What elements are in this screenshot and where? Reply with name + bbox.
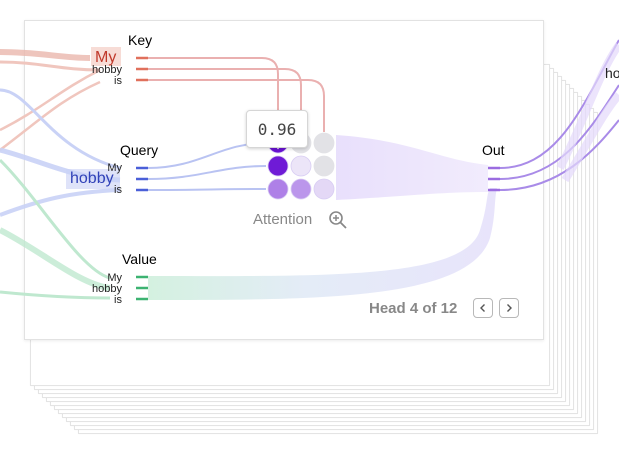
- attention-cell[interactable]: [290, 155, 312, 177]
- key-token[interactable]: is: [114, 75, 122, 87]
- value-ticks: [136, 275, 148, 301]
- value-label: Value: [122, 251, 157, 267]
- chevron-right-icon: [507, 304, 512, 312]
- prev-head-button[interactable]: [473, 298, 493, 318]
- attention-label: Attention: [253, 211, 313, 228]
- attention-cell[interactable]: [313, 155, 335, 177]
- attention-tooltip: 0.96: [246, 110, 308, 148]
- value-output-band: [148, 188, 497, 300]
- attention-cell[interactable]: [267, 155, 289, 177]
- attention-cell[interactable]: [290, 178, 312, 200]
- query-ticks: [136, 166, 148, 192]
- value-token[interactable]: hobby: [92, 283, 122, 295]
- attention-cell[interactable]: [267, 178, 289, 200]
- outgoing-flow-shadows: [556, 42, 619, 183]
- next-head-button[interactable]: [499, 298, 519, 318]
- query-token[interactable]: My: [107, 162, 122, 174]
- key-token-highlight: [91, 47, 121, 66]
- key-ticks: [136, 56, 148, 82]
- key-selected-token[interactable]: My: [95, 49, 117, 66]
- key-to-attention-lines: [148, 57, 325, 132]
- query-to-attention-lines: [147, 142, 267, 191]
- value-token[interactable]: is: [114, 294, 122, 306]
- attention-cell[interactable]: [313, 132, 335, 154]
- chevron-left-icon: [480, 304, 485, 312]
- incoming-flows: [0, 49, 121, 300]
- value-token[interactable]: My: [107, 272, 122, 284]
- query-label: Query: [120, 142, 159, 158]
- key-token[interactable]: hobby: [92, 64, 122, 76]
- head-pager-label: Head 4 of 12: [369, 300, 458, 317]
- attention-cell[interactable]: [313, 178, 335, 200]
- key-label: Key: [128, 32, 153, 48]
- query-selected-token[interactable]: hobby: [70, 170, 114, 187]
- attention-matrix: [267, 132, 335, 200]
- attention-output-band: [336, 135, 488, 200]
- query-token[interactable]: is: [114, 184, 122, 196]
- zoom-in-icon[interactable]: [328, 210, 348, 230]
- out-label: Out: [482, 142, 505, 158]
- next-layer-token: ho: [605, 65, 619, 81]
- out-ticks: [488, 166, 500, 192]
